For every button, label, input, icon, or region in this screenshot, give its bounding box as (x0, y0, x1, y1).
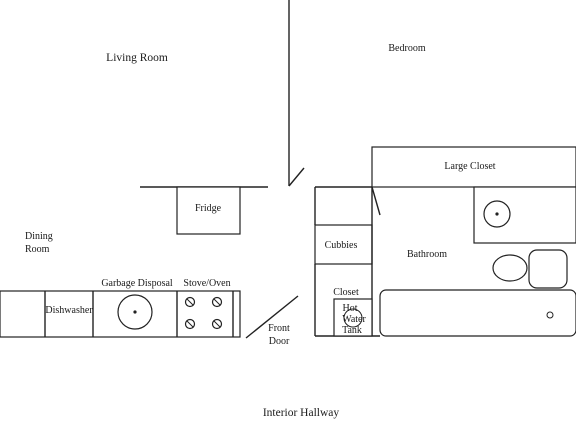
bedroom-door-swing (288, 167, 305, 187)
interior-hallway-label: Interior Hallway (263, 407, 340, 419)
hot-water-tank (333, 298, 373, 337)
hot-water-tank-label-line2: Water (342, 314, 366, 325)
front-door-label-line1: Front (268, 323, 290, 334)
fridge (176, 186, 241, 235)
dining-room-label-line2: Room (25, 244, 50, 255)
front-door-label-line2: Door (269, 336, 290, 347)
large-closet-label: Large Closet (444, 161, 495, 172)
living-room-label: Living Room (106, 52, 168, 64)
sink-drain-icon (495, 212, 499, 216)
hot-water-tank-label-line3: Tank (342, 325, 362, 336)
bedroom-label: Bedroom (388, 43, 425, 54)
hot-water-tank-label-line1: Hot (343, 303, 358, 314)
toilet-tank (528, 249, 568, 289)
stove-burners (184, 296, 223, 330)
dishwasher-label: Dishwasher (45, 305, 93, 316)
toilet-bowl (492, 254, 528, 282)
water-tank-icon (343, 308, 363, 328)
dining-room-label-line1: Dining (25, 231, 53, 242)
bathtub (379, 289, 576, 337)
tub-drain-icon (546, 311, 554, 319)
large-closet (371, 146, 576, 188)
fridge-label: Fridge (195, 203, 222, 214)
stove-oven-label: Stove/Oven (183, 278, 230, 289)
closet-label: Closet (333, 287, 359, 298)
front-door-swing (245, 295, 299, 339)
disposal-drain-icon (133, 310, 137, 314)
cubbies-label: Cubbies (325, 240, 358, 251)
bathroom-door-swing (371, 186, 381, 216)
bathroom-label: Bathroom (407, 249, 447, 260)
garbage-disposal-label: Garbage Disposal (101, 278, 173, 289)
